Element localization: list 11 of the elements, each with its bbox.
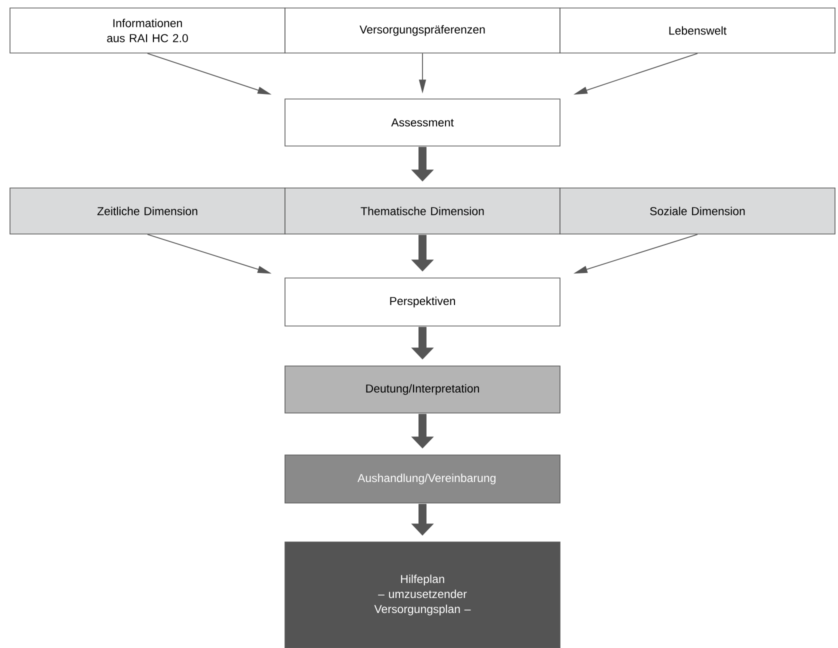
process-box: Deutung/Interpretation [284, 366, 560, 414]
process-box: Informationen aus RAI HC 2.0 [10, 8, 286, 54]
process-box: Assessment [284, 98, 560, 146]
process-box: Hilfeplan – umzusetzender Versorgungsplan – [284, 542, 560, 648]
process-box: Thematische Dimension [284, 188, 560, 234]
process-box: Versorgungspräferenzen [284, 8, 560, 54]
process-box: Lebenswelt [560, 8, 836, 54]
process-box: Aushandlung/Vereinbarung [284, 454, 560, 504]
process-box: Soziale Dimension [560, 188, 836, 234]
process-box: Perspektiven [284, 278, 560, 326]
process-box: Zeitliche Dimension [10, 188, 286, 234]
